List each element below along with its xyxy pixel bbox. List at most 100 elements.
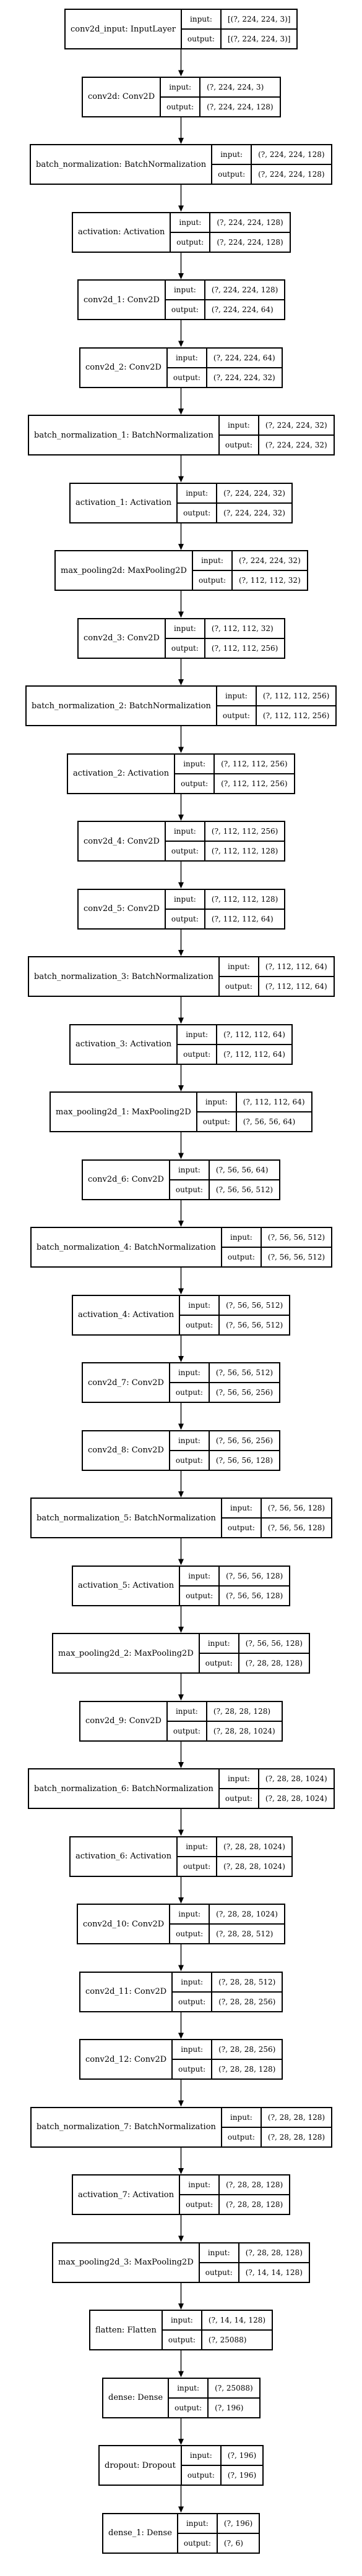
layer-name: batch_normalization_5: BatchNormalizatio…: [32, 1499, 222, 1537]
output-shape: (?, 28, 28, 1024): [265, 1794, 327, 1803]
output-row: output:(?, 56, 56, 512): [222, 1247, 332, 1266]
input-shape: (?, 28, 28, 1024): [216, 1910, 278, 1918]
input-row: input:(?, 112, 112, 64): [197, 1093, 311, 1111]
input-shape: (?, 28, 28, 128): [245, 2248, 303, 2257]
edge-arrowhead: [178, 273, 184, 279]
input-label: input:: [170, 1160, 210, 1179]
layer-name: batch_normalization: BatchNormalization: [31, 145, 213, 184]
output-label: output:: [182, 30, 222, 48]
input-shape: (?, 56, 56, 128): [226, 1571, 283, 1580]
output-row: output:(?, 28, 28, 1024): [178, 1855, 291, 1876]
output-shape: (?, 112, 112, 256): [211, 643, 278, 653]
layer-name: conv2d_10: Conv2D: [78, 1905, 171, 1943]
layer-io: input:(?, 112, 112, 64)output:(?, 112, 1…: [219, 957, 334, 996]
edge-arrowhead: [178, 679, 184, 685]
edge-arrowhead: [178, 815, 184, 821]
layer-io: input:(?, 224, 224, 32)output:(?, 112, 1…: [192, 551, 307, 590]
input-row: input:(?, 224, 224, 32): [220, 416, 334, 434]
layer-node: batch_normalization_3: BatchNormalizatio…: [28, 956, 335, 997]
output-label: output:: [220, 977, 259, 996]
layer-name: conv2d_4: Conv2D: [79, 822, 166, 860]
input-shape: (?, 112, 112, 256): [211, 827, 278, 836]
output-row: output:(?, 224, 224, 128): [171, 231, 290, 252]
input-shape: (?, 224, 224, 3): [207, 82, 264, 91]
output-label: output:: [170, 1180, 210, 1199]
input-shape: (?, 25088): [215, 2383, 253, 2392]
input-row: input:(?, 56, 56, 128): [180, 1566, 289, 1585]
layer-name: dense_1: Dense: [103, 2514, 178, 2553]
output-label: output:: [166, 909, 205, 928]
output-shape: (?, 6): [223, 2538, 243, 2548]
input-label: input:: [166, 281, 205, 299]
layer-name: conv2d_5: Conv2D: [79, 889, 166, 928]
layer-io: input:(?, 112, 112, 64)output:(?, 56, 56…: [197, 1093, 311, 1131]
input-label: input:: [161, 77, 201, 96]
output-label: output:: [200, 1654, 239, 1672]
edge-arrowhead: [178, 544, 184, 550]
edge-arrowhead: [178, 1491, 184, 1498]
layer-name: max_pooling2d: MaxPooling2D: [56, 551, 193, 590]
output-label: output:: [222, 1248, 262, 1266]
input-shape: (?, 112, 112, 64): [223, 1030, 285, 1039]
layer-name: dense: Dense: [103, 2378, 170, 2417]
layer-io: input:(?, 28, 28, 128)output:(?, 28, 28,…: [167, 1701, 282, 1740]
layer-io: input:(?, 56, 56, 512)output:(?, 56, 56,…: [180, 1295, 290, 1334]
edge-arrowhead: [178, 1221, 184, 1227]
input-shape: (?, 112, 112, 256): [262, 692, 330, 700]
input-label: input:: [178, 483, 218, 502]
output-label: output:: [182, 2466, 222, 2485]
layer-io: input:(?, 28, 28, 256)output:(?, 28, 28,…: [173, 2040, 282, 2078]
input-row: input:(?, 28, 28, 1024): [220, 1769, 334, 1788]
edge-arrowhead: [178, 1423, 184, 1430]
output-shape: (?, 56, 56, 128): [226, 1591, 283, 1600]
layer-io: input:(?, 112, 112, 32)output:(?, 112, 1…: [165, 619, 285, 658]
edge-arrowhead: [178, 70, 184, 77]
edge-arrowhead: [178, 2439, 184, 2445]
input-shape: (?, 28, 28, 512): [218, 1977, 276, 1986]
output-row: output:(?, 28, 28, 128): [199, 1653, 309, 1672]
output-row: output:(?, 224, 224, 32): [167, 366, 282, 387]
input-row: input:(?, 224, 224, 128): [166, 281, 284, 299]
output-row: output:(?, 28, 28, 1024): [167, 1720, 282, 1740]
output-label: output:: [222, 2127, 262, 2146]
input-label: input:: [220, 416, 259, 434]
layer-io: input:[(?, 224, 224, 3)]output:[(?, 224,…: [181, 10, 297, 48]
output-shape: (?, 112, 112, 256): [221, 779, 288, 788]
layer-io: input:(?, 56, 56, 128)output:(?, 56, 56,…: [180, 1566, 290, 1605]
output-shape: (?, 28, 28, 128): [267, 2132, 325, 2142]
input-shape: (?, 224, 224, 32): [223, 488, 285, 498]
input-row: input:(?, 56, 56, 512): [180, 1295, 289, 1315]
input-label: input:: [166, 889, 205, 909]
output-label: output:: [173, 1992, 213, 2011]
input-label: input:: [182, 2446, 222, 2465]
input-row: input:(?, 28, 28, 128): [200, 2243, 309, 2262]
input-label: input:: [175, 754, 215, 773]
input-row: input:(?, 28, 28, 128): [222, 2108, 331, 2127]
layer-io: input:(?, 112, 112, 256)output:(?, 112, …: [217, 687, 336, 725]
output-label: output:: [200, 2263, 239, 2282]
edge-arrowhead: [178, 205, 184, 212]
input-label: input:: [220, 957, 259, 976]
output-shape: (?, 112, 112, 256): [262, 711, 330, 720]
output-shape: (?, 112, 112, 64): [211, 914, 274, 923]
layer-io: input:(?, 28, 28, 128)output: (?, 28, 28,…: [222, 2108, 332, 2146]
edge-arrowhead: [178, 138, 184, 144]
output-row: output:(?, 28, 28, 256): [173, 1991, 282, 2011]
input-label: input:: [180, 2176, 220, 2194]
layer-node: batch_normalization_7: BatchNormalizatio…: [30, 2106, 333, 2148]
edge-arrowhead: [178, 2235, 184, 2242]
layer-io: input:(?, 112, 112, 64)output:(?, 112, 1…: [178, 1025, 291, 1064]
layer-io: input:(?, 28, 28, 512)output:(?, 28, 28,…: [173, 1972, 282, 2011]
output-label: output:: [180, 1315, 220, 1334]
input-row: input:(?, 112, 112, 256): [166, 822, 284, 841]
input-shape: (?, 56, 56, 128): [267, 1504, 325, 1512]
input-row: input:(?, 28, 28, 256): [173, 2040, 282, 2059]
layer-io: input:(?, 28, 28, 1024)output:(?, 28, 28…: [170, 1905, 284, 1943]
output-row: output:(?, 112, 112, 128): [165, 841, 285, 860]
output-label: output:: [220, 1789, 259, 1808]
